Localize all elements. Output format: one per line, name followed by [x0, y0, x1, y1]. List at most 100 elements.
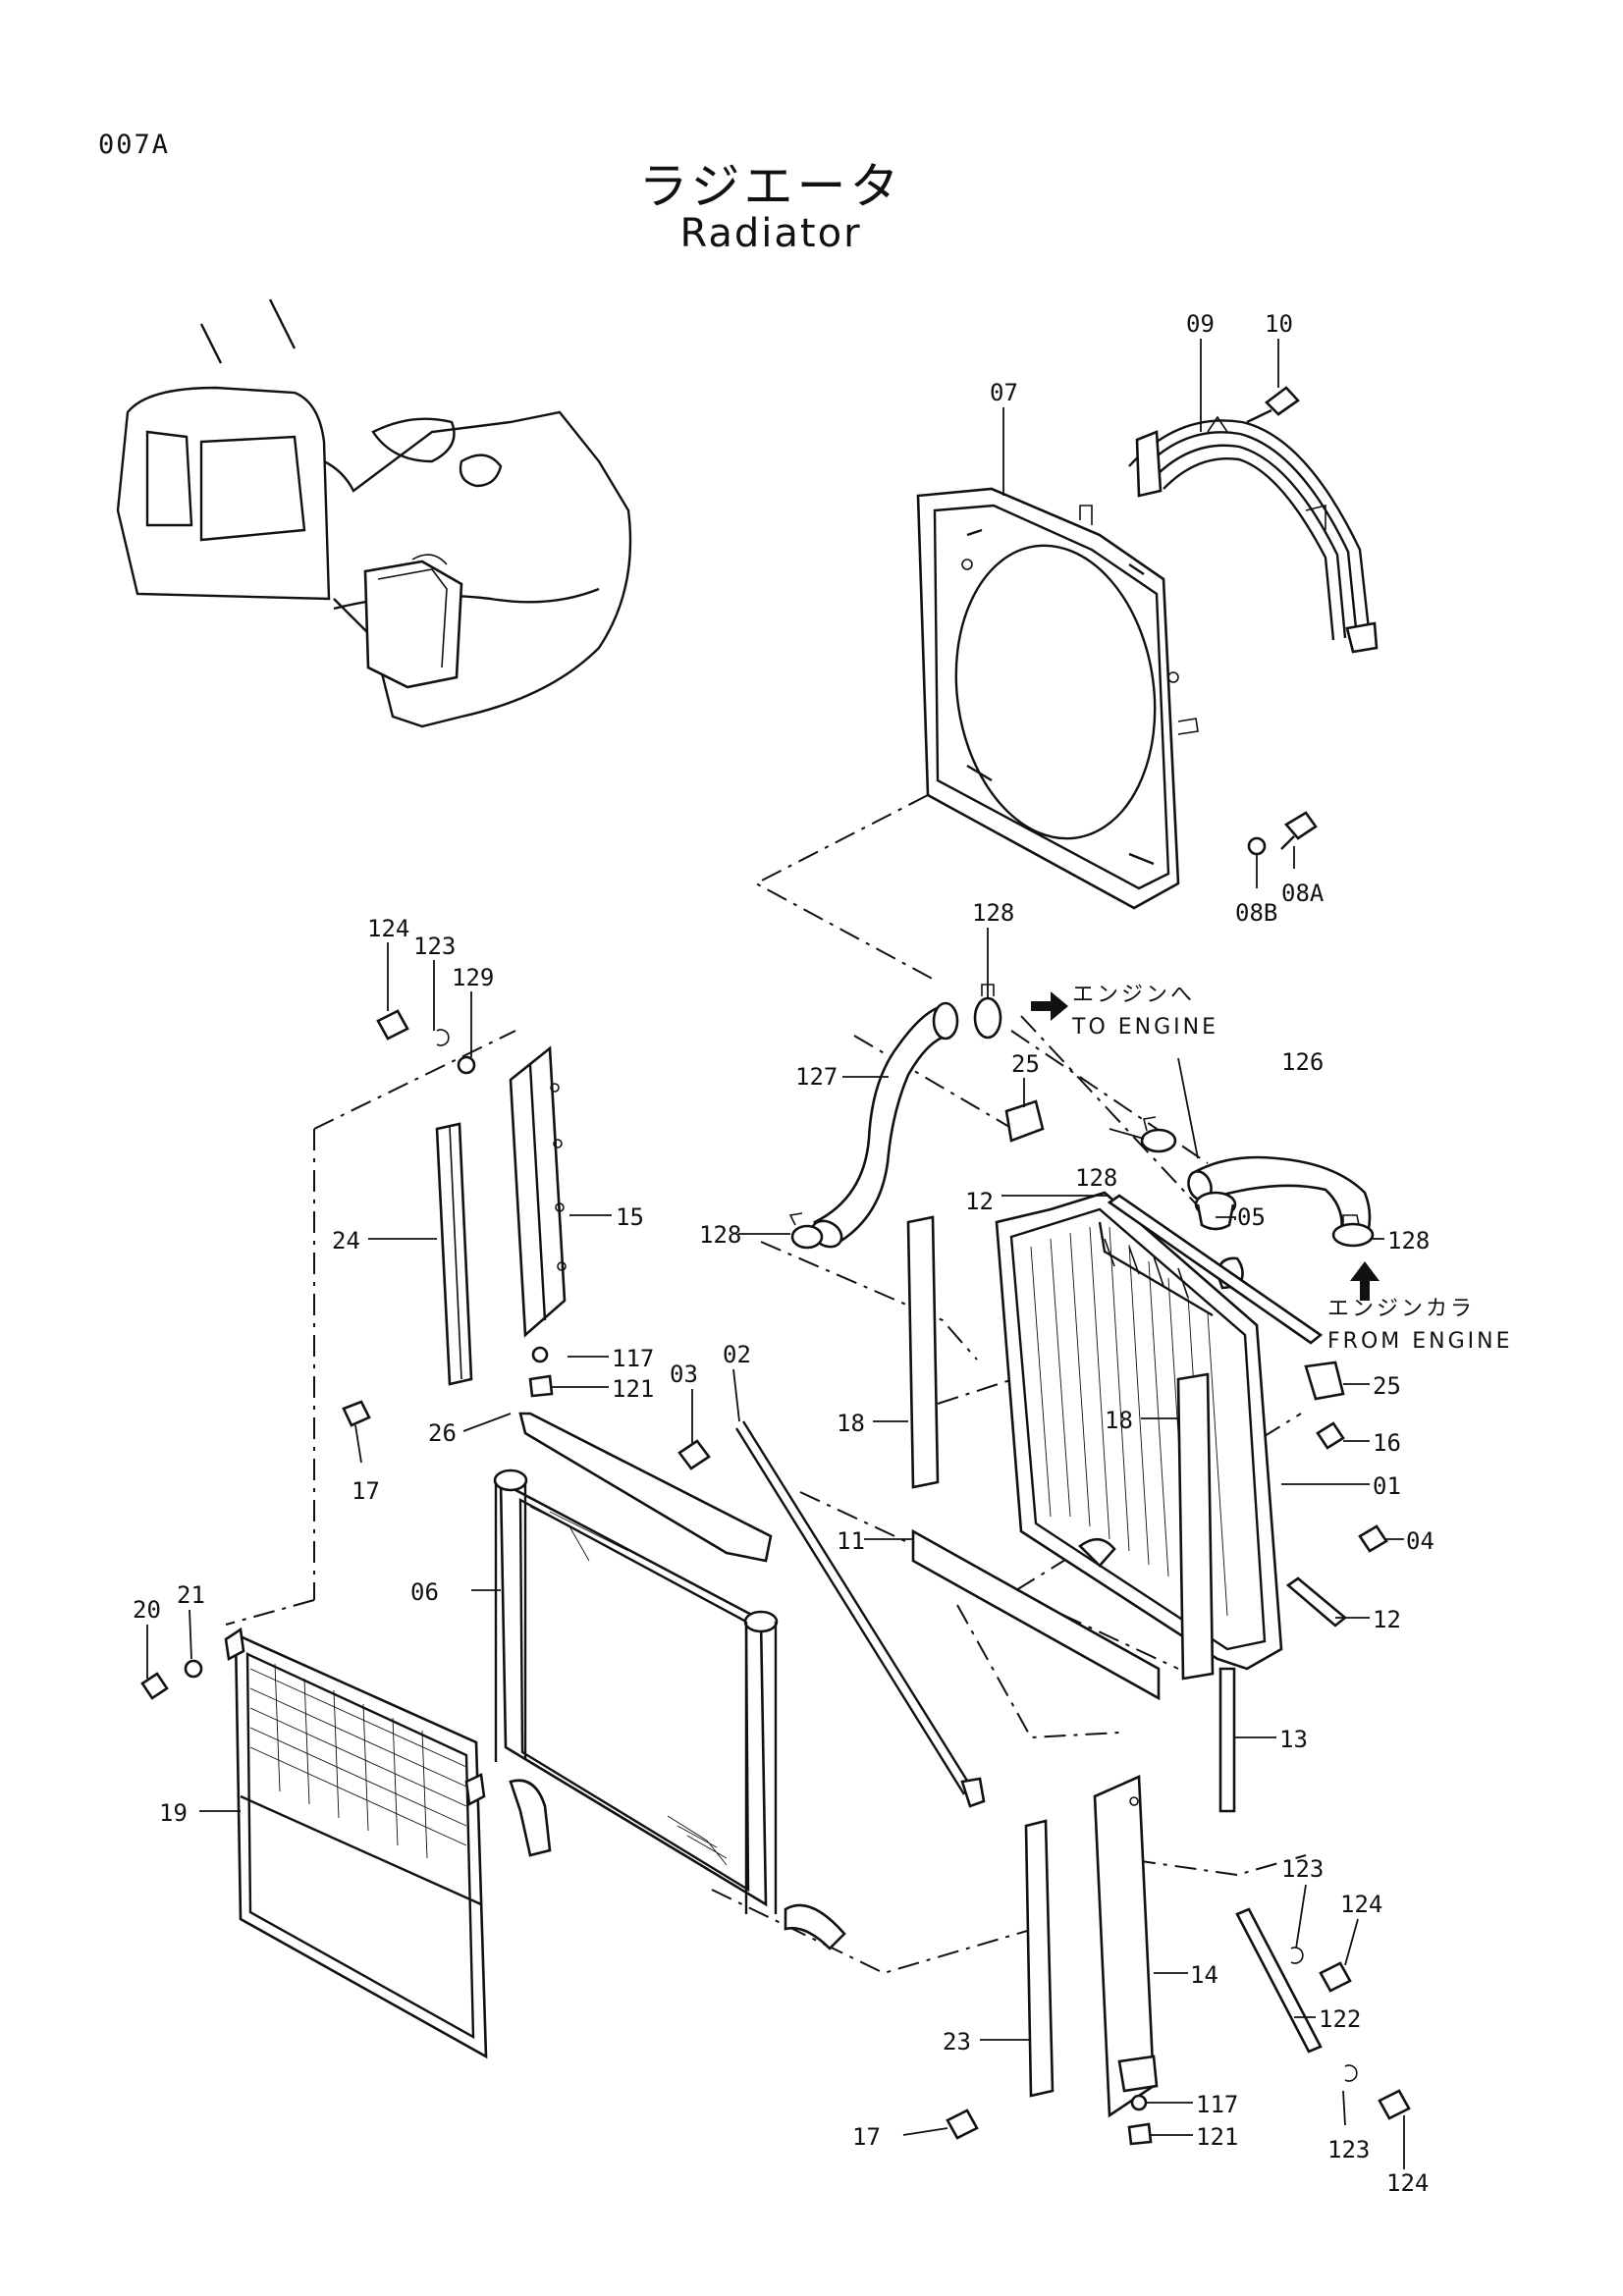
flow-arrow-from-engine: [1350, 1261, 1380, 1301]
label-123-mid: 123: [1281, 1855, 1324, 1883]
upper-hose: [810, 1001, 959, 1249]
wing-bolt-20: [140, 1672, 169, 1700]
fan-shroud: [916, 487, 1199, 910]
label-24: 24: [332, 1227, 360, 1255]
note-from-engine-en: FROM ENGINE: [1327, 1329, 1512, 1354]
fan-guard: [1128, 415, 1379, 654]
title-english: Radiator: [679, 211, 862, 256]
bolt-03: [677, 1439, 711, 1470]
label-18-right: 18: [1105, 1407, 1133, 1434]
bolt-16: [1316, 1421, 1345, 1450]
seal-strip-12-upper: [1107, 1194, 1324, 1345]
bracket-24: [435, 1122, 473, 1386]
label-05: 05: [1237, 1203, 1266, 1231]
bracket-15: [509, 1045, 567, 1338]
radiator-cap: [1194, 1191, 1237, 1231]
label-11: 11: [837, 1527, 865, 1555]
label-124-upper: 124: [367, 915, 409, 942]
label-03: 03: [670, 1361, 698, 1388]
label-06: 06: [410, 1578, 439, 1606]
bolt-04: [1358, 1524, 1388, 1553]
hose-clamp-128-left: [788, 1212, 824, 1250]
label-124-lower: 124: [1386, 2169, 1429, 2197]
label-123-lower: 123: [1327, 2136, 1370, 2163]
label-04: 04: [1406, 1527, 1434, 1555]
seal-strip-18-left: [906, 1215, 940, 1489]
bolt-121-upper: [528, 1374, 554, 1398]
label-02: 02: [723, 1341, 751, 1368]
note-to-engine-en: TO ENGINE: [1071, 1015, 1218, 1040]
label-17-upper: 17: [352, 1477, 380, 1505]
label-15: 15: [616, 1203, 644, 1231]
flow-notes: エンジンへ TO ENGINE エンジンカラ FROM ENGINE: [1071, 983, 1512, 1354]
label-123-upper: 123: [413, 933, 456, 960]
label-128-right: 128: [1387, 1227, 1430, 1255]
label-12-upper: 12: [965, 1188, 994, 1215]
label-17-lower: 17: [852, 2123, 881, 2151]
bolt-08a: [1280, 811, 1318, 850]
label-19: 19: [159, 1799, 188, 1827]
bolt-124-mid: [1319, 1961, 1352, 1993]
mesh-screen: [224, 1627, 488, 2059]
label-18-left: 18: [837, 1410, 865, 1437]
lock-washer-123-mid: [1290, 1947, 1304, 1964]
label-20: 20: [133, 1596, 161, 1624]
washer-117-upper: [531, 1346, 549, 1363]
stay-rod: [734, 1420, 986, 1808]
label-12-lower: 12: [1373, 1606, 1401, 1633]
page-code: 007A: [98, 130, 171, 160]
stay-122: [1235, 1907, 1323, 2054]
title-japanese: ラジエータ: [638, 158, 903, 215]
hose-clamp-128-right: [1331, 1214, 1375, 1248]
label-122: 122: [1319, 2005, 1361, 2033]
label-129: 129: [452, 964, 494, 991]
label-09: 09: [1186, 310, 1215, 338]
seal-strip-11: [911, 1528, 1161, 1701]
seal-strip-18-right: [1176, 1372, 1215, 1681]
lower-hose: [1187, 1155, 1372, 1244]
label-13: 13: [1279, 1726, 1308, 1753]
washer-117-lower: [1130, 2094, 1148, 2111]
label-08a: 08A: [1281, 880, 1325, 907]
oil-cooler: [493, 1468, 846, 1950]
washer-129: [457, 1055, 476, 1075]
label-128-upper: 128: [972, 899, 1014, 927]
radiator-core: [995, 1191, 1283, 1671]
label-128-left: 128: [699, 1221, 741, 1249]
label-25-upper: 25: [1011, 1050, 1040, 1078]
excavator-locator-sketch: [116, 298, 632, 728]
flow-arrow-to-engine: [1031, 991, 1068, 1021]
bolt-10: [1246, 386, 1300, 424]
note-to-engine-jp: エンジンへ: [1072, 983, 1195, 1007]
washer-08b: [1247, 836, 1267, 856]
label-01: 01: [1373, 1472, 1401, 1500]
label-08b: 08B: [1235, 899, 1277, 927]
label-07: 07: [990, 379, 1018, 406]
label-127: 127: [795, 1063, 838, 1091]
lock-washer-123-upper: [436, 1029, 450, 1046]
label-128-mid: 128: [1075, 1164, 1117, 1192]
rubber-mount-25-right: [1304, 1361, 1345, 1401]
hose-clamp-128-mid: [1140, 1116, 1177, 1153]
label-25-right: 25: [1373, 1372, 1401, 1400]
bolt-17-upper: [342, 1400, 371, 1427]
label-21: 21: [177, 1581, 205, 1609]
bolt-124-upper: [376, 1009, 409, 1041]
label-117-lower: 117: [1196, 2091, 1238, 2118]
label-14: 14: [1190, 1961, 1218, 1989]
note-from-engine-jp: エンジンカラ: [1327, 1297, 1475, 1321]
bracket-23: [1024, 1819, 1055, 2098]
label-26: 26: [428, 1419, 457, 1447]
post-13: [1218, 1667, 1236, 1813]
label-117-upper: 117: [612, 1345, 654, 1372]
lock-washer-123-lower: [1344, 2064, 1358, 2082]
label-124-mid: 124: [1340, 1891, 1382, 1918]
cover-plate-26: [518, 1412, 773, 1563]
label-121-upper: 121: [612, 1375, 654, 1403]
bolt-121-lower: [1127, 2122, 1153, 2146]
part-number-labels: 07 09 10 08A 08B 128 127 25 126 128 12 0…: [133, 310, 1434, 2197]
bracket-14: [1093, 1775, 1159, 2118]
label-126: 126: [1281, 1048, 1324, 1076]
rubber-mount-25-upper: [1004, 1099, 1045, 1143]
